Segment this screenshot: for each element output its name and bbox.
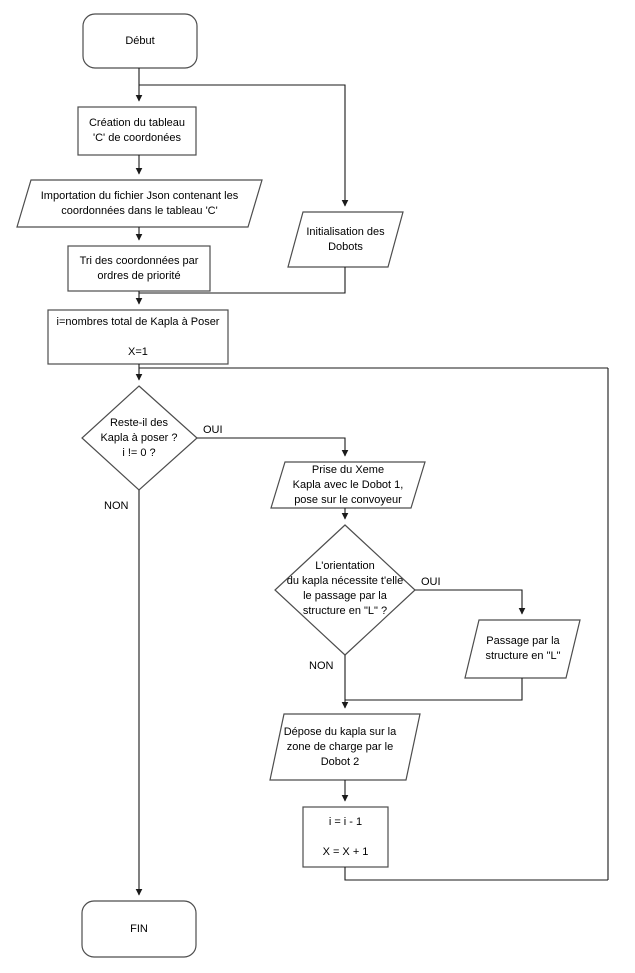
node-initialisation-dobots[interactable] (288, 212, 403, 267)
node-passage-structure-l[interactable] (465, 620, 580, 678)
node-decision-reste-kapla[interactable] (82, 386, 197, 490)
node-init-compteurs[interactable] (48, 310, 228, 364)
node-start[interactable] (83, 14, 197, 68)
edge-start-to-dobots (139, 84, 349, 207)
node-depose-kapla[interactable] (270, 714, 420, 780)
node-tri-coordonnees[interactable] (68, 246, 210, 291)
node-importation-json[interactable] (17, 180, 262, 227)
edge-dobots-to-merge (139, 267, 346, 294)
node-creation-tableau[interactable] (78, 107, 196, 155)
edge-orientation-oui-to-passage (415, 589, 526, 615)
shape-end (81, 900, 197, 958)
edge-passage-to-merge (345, 678, 523, 701)
edge-loop-return-bottom (344, 867, 608, 881)
shape-prise-kapla (270, 461, 426, 509)
shape-maj-compteurs (302, 806, 389, 868)
shape-importation-json (16, 179, 263, 228)
shape-depose-kapla (269, 713, 421, 781)
shape-tri-coordonnees (67, 245, 211, 292)
edge-decision-oui-to-prise (197, 437, 349, 457)
node-decision-orientation[interactable] (275, 525, 415, 655)
shape-start (82, 13, 198, 69)
node-end[interactable] (82, 901, 196, 957)
node-prise-kapla[interactable] (271, 462, 425, 508)
shape-init-compteurs (47, 309, 229, 365)
shape-initialisation-dobots (287, 211, 404, 268)
node-maj-compteurs[interactable] (303, 807, 388, 867)
shape-creation-tableau (77, 106, 197, 156)
shape-passage-structure-l (464, 619, 581, 679)
